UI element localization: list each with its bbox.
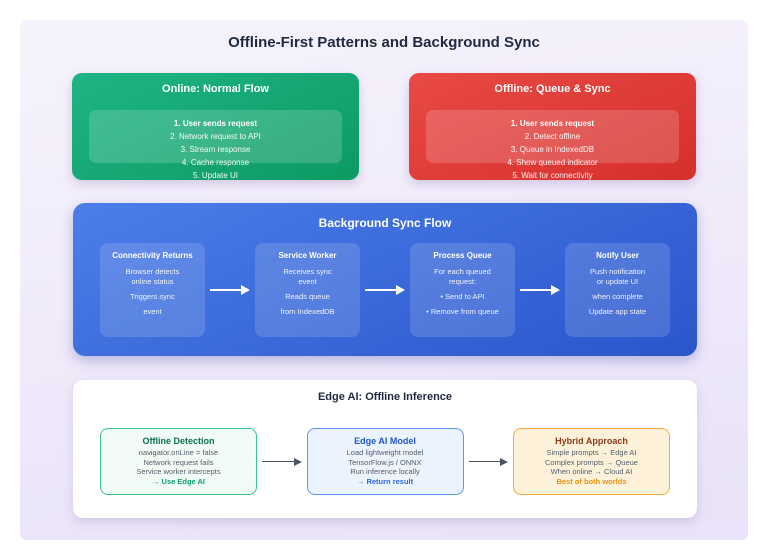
sync-box-line: when complete bbox=[592, 292, 643, 301]
sync-box-line: Receives sync bbox=[283, 267, 332, 276]
sync-box-line: • Remove from queue bbox=[426, 307, 499, 316]
diagram-canvas: Offline-First Patterns and Background Sy… bbox=[20, 20, 748, 540]
sync-box-service-worker: Service Worker Receives sync event Reads… bbox=[255, 243, 360, 337]
right-arrow-icon bbox=[365, 285, 405, 295]
offline-step-4: 4. Show queued indicator bbox=[507, 158, 598, 167]
sync-box-notify-user: Notify User Push notification or update … bbox=[565, 243, 670, 337]
arrow-head bbox=[396, 285, 405, 295]
sync-box-line: • Send to API bbox=[440, 292, 485, 301]
sync-box-line: from IndexedDB bbox=[280, 307, 335, 316]
right-arrow-icon bbox=[262, 457, 302, 466]
sync-box-line: Update app state bbox=[588, 307, 647, 316]
edge-box-hybrid-approach: Hybrid Approach Simple prompts → Edge AI… bbox=[513, 428, 670, 495]
offline-step-2: 2. Detect offline bbox=[524, 132, 581, 141]
edge-box-line: TensorFlow.js / ONNX bbox=[348, 457, 422, 467]
online-step-3: 3. Stream response bbox=[180, 145, 251, 154]
sync-box-process-queue: Process Queue For each queued request: •… bbox=[410, 243, 515, 337]
sync-box-title: Service Worker bbox=[278, 251, 337, 260]
sync-box-line: request: bbox=[448, 277, 477, 286]
right-arrow-icon bbox=[210, 285, 250, 295]
edge-box-line: When online → Cloud AI bbox=[550, 467, 633, 476]
edge-ai-panel: Edge AI: Offline Inference Offline Detec… bbox=[73, 380, 697, 518]
edge-box-line: Run inference locally bbox=[350, 467, 420, 476]
edge-box-line: Load lightweight model bbox=[346, 448, 424, 457]
edge-box-line: Service worker intercepts bbox=[136, 467, 221, 476]
top-row: Online: Normal Flow 1. User sends reques… bbox=[20, 73, 748, 180]
edge-box-highlight: Best of both worlds bbox=[556, 476, 627, 486]
edge-ai-title: Edge AI: Offline Inference bbox=[317, 391, 453, 403]
sync-box-connectivity-returns: Connectivity Returns Browser detects onl… bbox=[100, 243, 205, 337]
arrow-head bbox=[500, 457, 508, 466]
offline-step-1: 1. User sends request bbox=[510, 119, 595, 128]
online-step-1: 1. User sends request bbox=[173, 119, 258, 128]
sync-box-title: Process Queue bbox=[433, 251, 492, 260]
sync-box-line: Browser detects bbox=[125, 267, 180, 276]
background-sync-panel: Background Sync Flow Connectivity Return… bbox=[73, 203, 697, 356]
edge-box-highlight: → Return result bbox=[356, 476, 414, 486]
sync-box-line: event bbox=[143, 307, 162, 316]
arrow-shaft bbox=[365, 289, 396, 291]
sync-box-title: Notify User bbox=[596, 251, 639, 260]
edge-box-highlight: → Use Edge AI bbox=[151, 476, 206, 486]
edge-box-edge-ai-model: Edge AI Model Load lightweight model Ten… bbox=[306, 428, 464, 495]
page-title: Offline-First Patterns and Background Sy… bbox=[228, 34, 540, 51]
background-sync-row: Connectivity Returns Browser detects onl… bbox=[73, 243, 697, 337]
edge-box-offline-detection: Offline Detection navigator.onLine = fal… bbox=[100, 428, 257, 495]
online-step-4: 4. Cache response bbox=[181, 158, 250, 167]
arrow-head bbox=[293, 457, 302, 466]
arrow-head bbox=[551, 285, 560, 295]
sync-box-line: or update UI bbox=[596, 277, 639, 286]
arrow-shaft bbox=[262, 460, 294, 463]
arrow-shaft bbox=[468, 460, 500, 463]
edge-box-line: Complex prompts → Queue bbox=[545, 457, 638, 467]
online-steps-panel: 1. User sends request 2. Network request… bbox=[89, 110, 342, 180]
online-normal-flow-card: Online: Normal Flow 1. User sends reques… bbox=[72, 73, 359, 180]
offline-step-3: 3. Queue in IndexedDB bbox=[510, 145, 595, 154]
arrow-shaft bbox=[210, 289, 241, 291]
edge-box-title: Offline Detection bbox=[142, 436, 215, 446]
offline-steps-panel: 1. User sends request 2. Detect offline … bbox=[426, 110, 679, 180]
online-flow-title: Online: Normal Flow bbox=[162, 83, 269, 95]
background-sync-title: Background Sync Flow bbox=[318, 216, 452, 230]
sync-box-title: Connectivity Returns bbox=[112, 251, 193, 260]
offline-flow-title: Offline: Queue & Sync bbox=[494, 83, 611, 95]
arrow-shaft bbox=[520, 289, 551, 291]
right-arrow-icon bbox=[468, 457, 508, 466]
edge-ai-row: Offline Detection navigator.onLine = fal… bbox=[73, 428, 697, 495]
edge-box-line: navigator.onLine = false bbox=[138, 448, 219, 457]
sync-box-line: online status bbox=[131, 277, 174, 286]
online-step-2: 2. Network request to API bbox=[170, 132, 261, 141]
offline-queue-sync-card: Offline: Queue & Sync 1. User sends requ… bbox=[409, 73, 696, 180]
edge-box-line: Simple prompts → Edge AI bbox=[546, 448, 637, 457]
edge-box-title: Hybrid Approach bbox=[555, 436, 628, 446]
sync-box-line: event bbox=[298, 277, 317, 286]
online-step-5: 5. Update UI bbox=[193, 171, 238, 180]
sync-box-line: Reads queue bbox=[285, 292, 330, 301]
arrow-head bbox=[241, 285, 250, 295]
sync-box-line: For each queued bbox=[434, 267, 491, 276]
offline-step-5: 5. Wait for connectivity bbox=[512, 171, 593, 180]
right-arrow-icon bbox=[520, 285, 560, 295]
sync-box-line: Triggers sync bbox=[130, 292, 175, 301]
sync-box-line: Push notification bbox=[589, 267, 646, 276]
edge-box-title: Edge AI Model bbox=[354, 436, 416, 446]
edge-box-line: Network request fails bbox=[143, 457, 214, 467]
